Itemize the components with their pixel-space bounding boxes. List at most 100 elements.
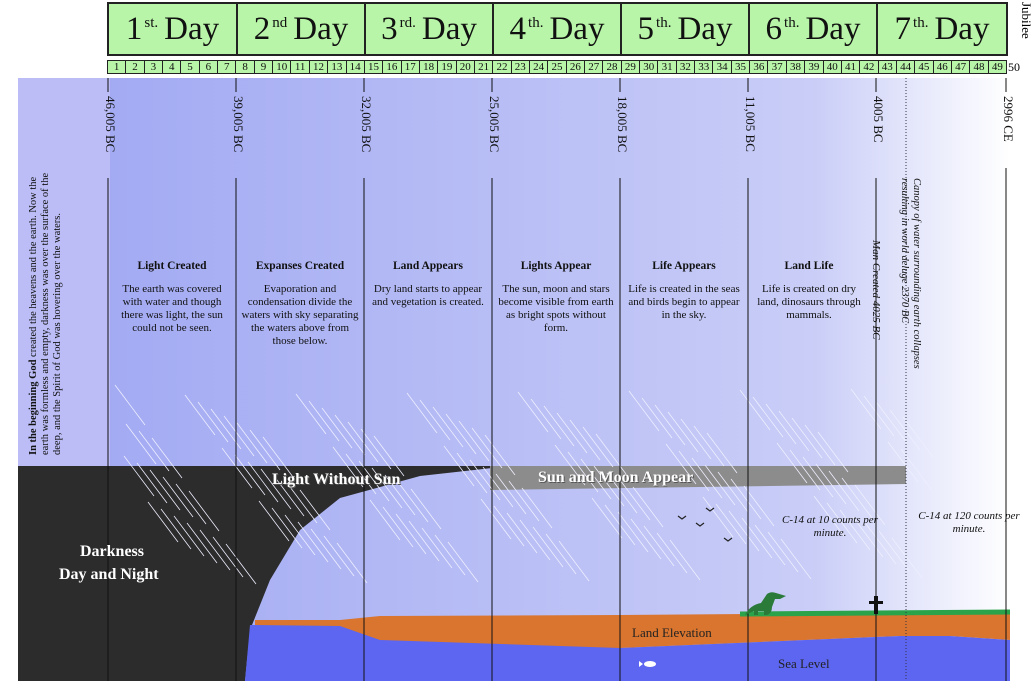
rain-streak (813, 495, 845, 537)
rain-streak (654, 404, 686, 446)
intro-panel (18, 78, 110, 466)
rain-streak (567, 451, 599, 493)
week-number: 46 (932, 60, 952, 74)
rain-streak (397, 481, 429, 523)
card-title: Expanses Created (255, 260, 345, 272)
week-number: 10 (272, 60, 292, 74)
rain-streak (595, 433, 627, 475)
week-number: 7 (217, 60, 237, 74)
week-number: 6 (198, 60, 219, 74)
fish-icon (639, 661, 656, 667)
rain-streak (767, 531, 799, 573)
rain-streak (469, 459, 501, 501)
rain-streak (606, 472, 638, 514)
rain-streak (432, 406, 464, 448)
card-body: Life is created in the seas and birds be… (628, 283, 740, 321)
week-number: 5 (180, 60, 200, 74)
rain-streak (336, 542, 368, 584)
rain-streak (125, 423, 157, 465)
rain-streak (258, 500, 290, 542)
darkness-area (18, 466, 510, 681)
rain-streak (149, 469, 181, 511)
rain-streak (332, 446, 364, 488)
day-divider-lines (107, 78, 1007, 681)
rain-streak (321, 407, 353, 449)
rain-streak (530, 398, 562, 440)
rain-streak (643, 525, 675, 567)
land-layer (255, 612, 1010, 648)
rain-streak (691, 457, 723, 499)
card-body: Dry land starts to appear and vegetation… (372, 283, 484, 308)
rain-streak (802, 456, 834, 498)
rain-streak (554, 444, 586, 486)
rain-streak (741, 517, 773, 559)
card-title: Life Appears (652, 260, 716, 272)
rain-streak (582, 426, 614, 468)
rain-streak (410, 488, 442, 530)
rain-streak (234, 454, 266, 496)
rain-streak (138, 430, 170, 472)
week-number: 49 (987, 60, 1007, 74)
week-number: 44 (895, 60, 916, 74)
rain-streak (545, 533, 577, 575)
rain-streak (284, 514, 316, 556)
light-without-sun-label: Light Without Sun (272, 471, 401, 488)
rain-streak (434, 534, 466, 576)
birds-icon (677, 507, 733, 542)
week-number: 32 (675, 60, 696, 74)
week-number: 18 (418, 60, 439, 74)
rain-streak (184, 394, 216, 436)
rain-streak (384, 474, 416, 516)
rain-streak (828, 470, 860, 512)
rain-streak (310, 528, 342, 570)
week-number: 43 (877, 60, 897, 74)
sun-moon-band (490, 466, 906, 490)
rain-streak (789, 449, 821, 491)
canopy-label: Canopy of water surrounding earth collap… (899, 178, 922, 369)
week-number: 1 (107, 60, 127, 74)
rain-streak (262, 436, 294, 478)
week-number: 12 (308, 60, 329, 74)
week-number: 37 (767, 60, 787, 74)
rain-streak (776, 442, 808, 484)
week-number: 20 (455, 60, 475, 74)
date-label: 32,005 BC (359, 96, 374, 153)
rain-streak (804, 424, 836, 466)
card-title: Light Created (137, 260, 207, 272)
card-body: The sun, moon and stars become visible f… (498, 283, 614, 334)
rain-streak (728, 510, 760, 552)
rain-streak (484, 434, 516, 476)
week-number: 33 (694, 60, 714, 74)
week-number: 8 (235, 60, 255, 74)
week-number: 27 (584, 60, 604, 74)
week-number: 9 (253, 60, 274, 74)
rain-streak (665, 443, 697, 485)
date-label: 39,005 BC (231, 96, 246, 153)
rain-streak (493, 505, 525, 547)
date-label: 11,005 BC (743, 96, 758, 152)
rain-streak (765, 403, 797, 445)
week-number: 11 (290, 60, 310, 74)
week-number: 36 (749, 60, 769, 74)
rain-streak (517, 391, 549, 433)
rain-streak (641, 397, 673, 439)
sea-layer (245, 625, 1010, 681)
darkness-label: Darkness (80, 543, 145, 560)
date-label: 4005 BC (871, 96, 886, 143)
rain-streak (617, 511, 649, 553)
rain-streak (188, 490, 220, 532)
rain-streak (900, 448, 932, 490)
rain-streak (693, 425, 725, 467)
sea-level-label: Sea Level (778, 656, 830, 671)
rain-streak (902, 416, 934, 458)
cross-icon (869, 596, 883, 614)
week-number: 35 (730, 60, 751, 74)
rain-streak (223, 415, 255, 457)
rain-streak (447, 541, 479, 583)
